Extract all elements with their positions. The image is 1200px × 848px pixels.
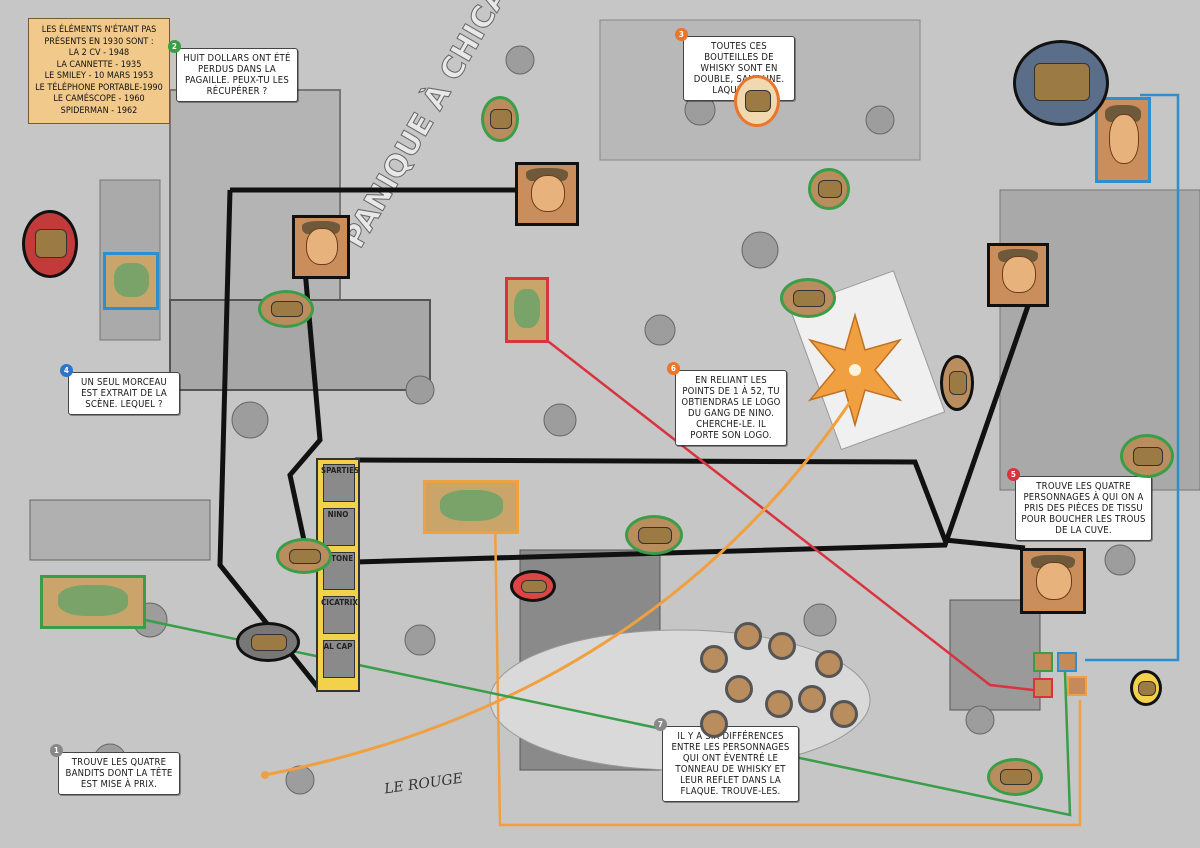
dollar-callout[interactable] [1120, 434, 1174, 478]
hint-number-badge: 3 [675, 28, 688, 41]
hint-tissu: 5 TROUVE LES QUATRE PERSONNAGES À QUI ON… [1007, 468, 1152, 541]
anachronism-line: LE CAMÉSCOPE - 1960 [53, 94, 145, 104]
anachronism-line: LE SMILEY - 10 MARS 1953 [44, 71, 154, 81]
bandit-portrait[interactable] [1020, 548, 1086, 614]
gang-names-sign: SPARTIES NINO VITONE CICATRIX AL CAP [316, 458, 360, 692]
sign-name: CICATRIX [321, 598, 358, 607]
car-callout[interactable] [1013, 40, 1109, 126]
difference-callout[interactable] [798, 685, 826, 713]
difference-callout[interactable] [830, 700, 858, 728]
anachronism-line: PRÉSENTS EN 1930 SONT : [44, 36, 154, 47]
dollar-callout[interactable] [481, 96, 519, 142]
hint-points: 6 EN RELIANT LES POINTS DE 1 À 52, TU OB… [667, 362, 787, 446]
smiley-callout[interactable] [1130, 670, 1162, 706]
hint-text: TROUVE LES QUATRE PERSONNAGES À QUI ON A… [1021, 481, 1146, 536]
difference-callout[interactable] [700, 645, 728, 673]
hint-number-badge: 6 [667, 362, 680, 375]
hint-text: EN RELIANT LES POINTS DE 1 À 52, TU OBTI… [681, 375, 781, 441]
spiderman-callout[interactable] [22, 210, 78, 278]
sign-name: SPARTIES [321, 466, 360, 475]
hint-number-badge: 7 [654, 718, 667, 731]
anachronism-line: LA 2 CV - 1948 [68, 48, 130, 58]
small-answer-thumb[interactable] [1033, 678, 1053, 698]
difference-callout[interactable] [815, 650, 843, 678]
hint-text: TROUVE LES QUATRE BANDITS DONT LA TÊTE E… [65, 757, 173, 790]
difference-callout[interactable] [734, 622, 762, 650]
hint-number-badge: 1 [50, 744, 63, 757]
small-answer-thumb[interactable] [1033, 652, 1053, 672]
difference-callout[interactable] [700, 710, 728, 738]
gang-logo-shape [789, 270, 946, 451]
hint-dollars: 2 HUIT DOLLARS ONT ÉTÉ PERDUS DANS LA PA… [168, 40, 298, 102]
camcorder-callout[interactable] [236, 622, 300, 662]
hint-text: IL Y A SIX DIFFÉRENCES ENTRE LES PERSONN… [671, 731, 790, 797]
anachronism-line: LA CANNETTE - 1935 [56, 59, 142, 70]
difference-callout[interactable] [725, 675, 753, 703]
dollar-callout[interactable] [258, 290, 314, 328]
small-answer-thumb[interactable] [1067, 676, 1087, 696]
phone-callout[interactable] [940, 355, 974, 411]
hint-differences: 7 IL Y A SIX DIFFÉRENCES ENTRE LES PERSO… [654, 718, 799, 802]
bandit-portrait[interactable] [515, 162, 579, 226]
anachronism-box: LES ÉLÉMENTS N'ÉTANT PAS PRÉSENTS EN 193… [28, 18, 170, 124]
spiderman-portrait[interactable] [1095, 97, 1151, 183]
hint-text: HUIT DOLLARS ONT ÉTÉ PERDUS DANS LA PAGA… [183, 53, 291, 97]
blue-answer-thumb[interactable] [103, 252, 159, 310]
sign-name: NINO [327, 510, 349, 519]
difference-callout[interactable] [768, 632, 796, 660]
small-answer-thumb[interactable] [1057, 652, 1077, 672]
sign-name: AL CAP [323, 642, 353, 651]
sign-name: VITONE [322, 554, 354, 563]
dollar-callout[interactable] [276, 538, 332, 574]
difference-callout[interactable] [765, 690, 793, 718]
dollar-callout[interactable] [808, 168, 850, 210]
bandit-portrait[interactable] [987, 243, 1049, 307]
dollar-callout[interactable] [780, 278, 836, 318]
hint-number-badge: 5 [1007, 468, 1020, 481]
dollar-callout[interactable] [987, 758, 1043, 796]
hint-bandits: 1 TROUVE LES QUATRE BANDITS DONT LA TÊTE… [50, 744, 180, 795]
orange-answer-thumb[interactable] [423, 480, 519, 534]
bandit-portrait[interactable] [292, 215, 350, 279]
hint-text: UN SEUL MORCEAU EST EXTRAIT DE LA SCÈNE.… [81, 377, 167, 410]
hint-number-badge: 4 [60, 364, 73, 377]
green-answer-thumb[interactable] [40, 575, 146, 629]
anachronism-line: SPIDERMAN - 1962 [60, 105, 138, 116]
dollar-callout[interactable] [625, 515, 683, 555]
hint-morceau: 4 UN SEUL MORCEAU EST EXTRAIT DE LA SCÈN… [60, 364, 180, 415]
red-answer-thumb[interactable] [505, 277, 549, 343]
anachronism-line: LE TÉLÉPHONE PORTABLE-1990 [35, 82, 163, 93]
can-callout[interactable] [510, 570, 556, 602]
hint-number-badge: 2 [168, 40, 181, 53]
whisky-callout[interactable] [734, 75, 780, 127]
anachronism-line: LES ÉLÉMENTS N'ÉTANT PAS [41, 25, 157, 35]
